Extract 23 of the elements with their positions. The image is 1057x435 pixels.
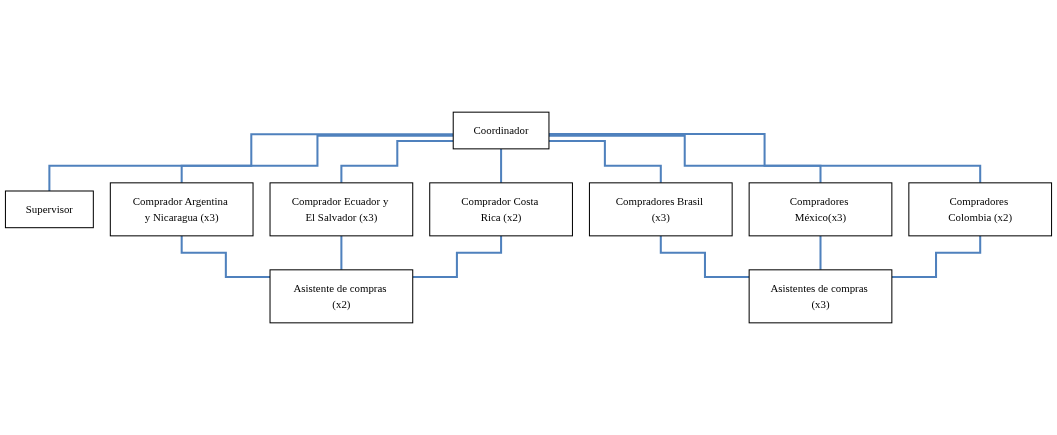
connector: [819, 234, 822, 271]
node-box: Compradores Colombia (x2): [908, 182, 1053, 237]
connector: [548, 134, 822, 184]
connector: [548, 133, 982, 184]
node-box: Compradores México(x3): [748, 182, 893, 237]
connector: [180, 134, 454, 184]
connector: [48, 133, 454, 192]
node-box: Supervisor: [4, 190, 94, 229]
node-box: Comprador Costa Rica (x2): [429, 182, 573, 237]
node-box: Asistentes de compras (x3): [748, 269, 893, 324]
node-box: Comprador Argentina y Nicaragua (x3): [109, 182, 254, 237]
node-box: Asistente de compras (x2): [269, 269, 414, 324]
connector: [340, 140, 454, 184]
connector: [412, 234, 503, 278]
node-box: Coordinador: [452, 111, 550, 150]
connector: [548, 140, 662, 184]
node-box: Comprador Ecuador y El Salvador (x3): [269, 182, 414, 237]
connector: [659, 234, 750, 278]
node-box: Compradores Brasil (x3): [588, 182, 733, 237]
connector: [500, 147, 503, 184]
connector: [340, 234, 343, 271]
connector: [180, 234, 270, 278]
connector: [891, 234, 982, 278]
